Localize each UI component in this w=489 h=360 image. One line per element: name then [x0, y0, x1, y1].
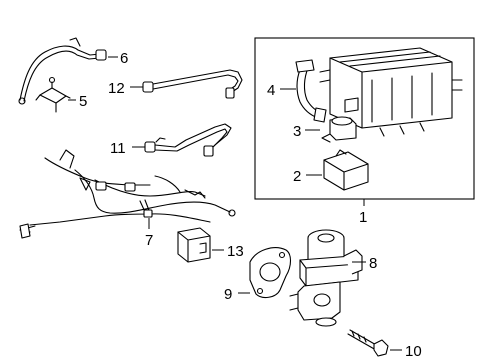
tube-part-11 — [144, 123, 232, 157]
charcoal-canister — [319, 47, 463, 137]
hose-harness-part-7 — [19, 149, 236, 239]
bolt-part-10 — [347, 329, 389, 357]
tube-part-12 — [142, 69, 243, 99]
callout-6: 6 — [120, 50, 128, 67]
gasket-part-9 — [249, 247, 292, 299]
valve-part-3 — [321, 116, 357, 143]
callout-5: 5 — [79, 93, 87, 110]
callout-9: 9 — [224, 286, 232, 303]
egr-valve-part-8 — [289, 229, 363, 327]
tee-fitting-part-5 — [35, 76, 71, 113]
callout-3: 3 — [293, 123, 301, 140]
solenoid-part-13 — [177, 227, 211, 263]
callout-1: 1 — [359, 209, 367, 226]
callout-12: 12 — [108, 80, 125, 97]
callout-11: 11 — [110, 140, 126, 157]
callout-2: 2 — [293, 168, 301, 185]
hose-part-4 — [295, 59, 327, 123]
callout-8: 8 — [369, 255, 377, 272]
cover-part-2 — [323, 149, 369, 191]
callout-4: 4 — [267, 82, 275, 99]
callout-10: 10 — [405, 343, 422, 360]
callout-13: 13 — [227, 243, 244, 260]
callout-7: 7 — [145, 232, 153, 249]
vent-hose-part-6 — [18, 37, 107, 105]
